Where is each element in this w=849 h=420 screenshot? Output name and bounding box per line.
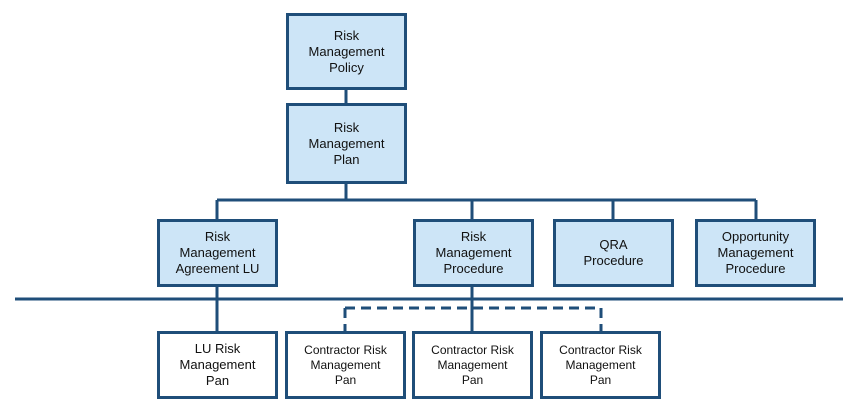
lu-risk-management-pan-box: LU Risk Management Pan [157,331,278,399]
opportunity-management-procedure-box: Opportunity Management Procedure [695,219,816,287]
contractor-risk-management-pan-box-2: Contractor Risk Management Pan [412,331,533,399]
contractor-risk-management-pan-box-1: Contractor Risk Management Pan [285,331,406,399]
risk-management-procedure-box: Risk Management Procedure [413,219,534,287]
risk-management-agreement-lu-box: Risk Management Agreement LU [157,219,278,287]
risk-management-policy-box: Risk Management Policy [286,13,407,90]
risk-management-plan-box: Risk Management Plan [286,103,407,184]
contractor-risk-management-pan-box-3: Contractor Risk Management Pan [540,331,661,399]
qra-procedure-box: QRA Procedure [553,219,674,287]
